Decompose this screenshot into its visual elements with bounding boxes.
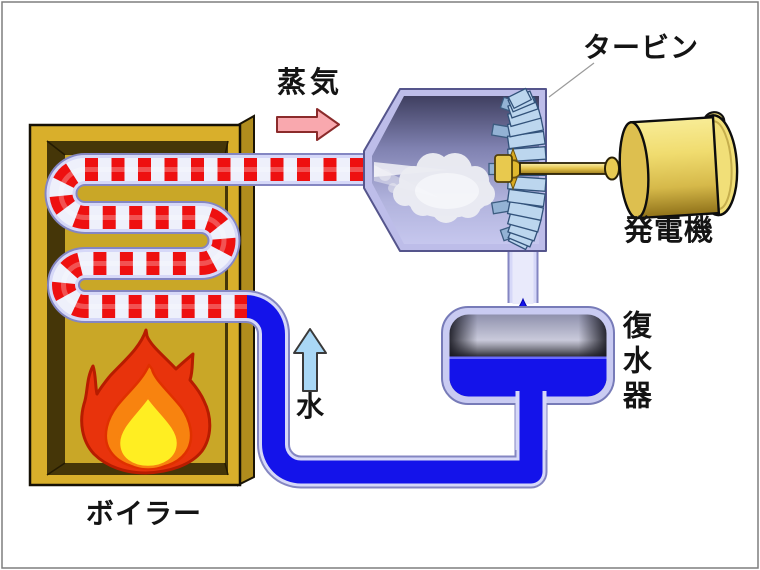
condenser (441, 306, 615, 405)
steam-cloud-icon (379, 153, 495, 223)
pipe-gloss (58, 167, 363, 309)
pipe-circuit (44, 153, 548, 489)
generator-label: 発電機 (624, 215, 715, 247)
shaft-flange (604, 156, 620, 181)
generator-body (618, 111, 739, 220)
steam-pipe-stripes (49, 158, 363, 318)
steam-label: 蒸気 (277, 67, 344, 99)
steam-arrow-icon (276, 108, 340, 141)
water-label: 水 (296, 391, 325, 422)
turbine-shaft (519, 162, 609, 175)
turbine-blade (507, 175, 547, 192)
turbine-label: タービン (583, 32, 700, 63)
turbine-blade (506, 200, 545, 222)
condensate-water (449, 356, 607, 397)
water-pipe (234, 295, 543, 484)
flame-icon (80, 328, 212, 475)
water-surface (449, 356, 607, 359)
flame-inner (117, 394, 180, 469)
turbine-pointer-line (548, 62, 595, 98)
boiler-label: ボイラー (86, 498, 203, 529)
generator-front-face (618, 121, 650, 220)
turbine-blade (506, 188, 546, 208)
water-arrow-icon (293, 328, 327, 392)
turbine-blade (507, 87, 533, 110)
axle-stub (494, 154, 513, 183)
turbine-hub (494, 147, 523, 191)
condenser-label: 復水器 (618, 310, 651, 415)
boiler-bevel-miters (46, 140, 229, 476)
